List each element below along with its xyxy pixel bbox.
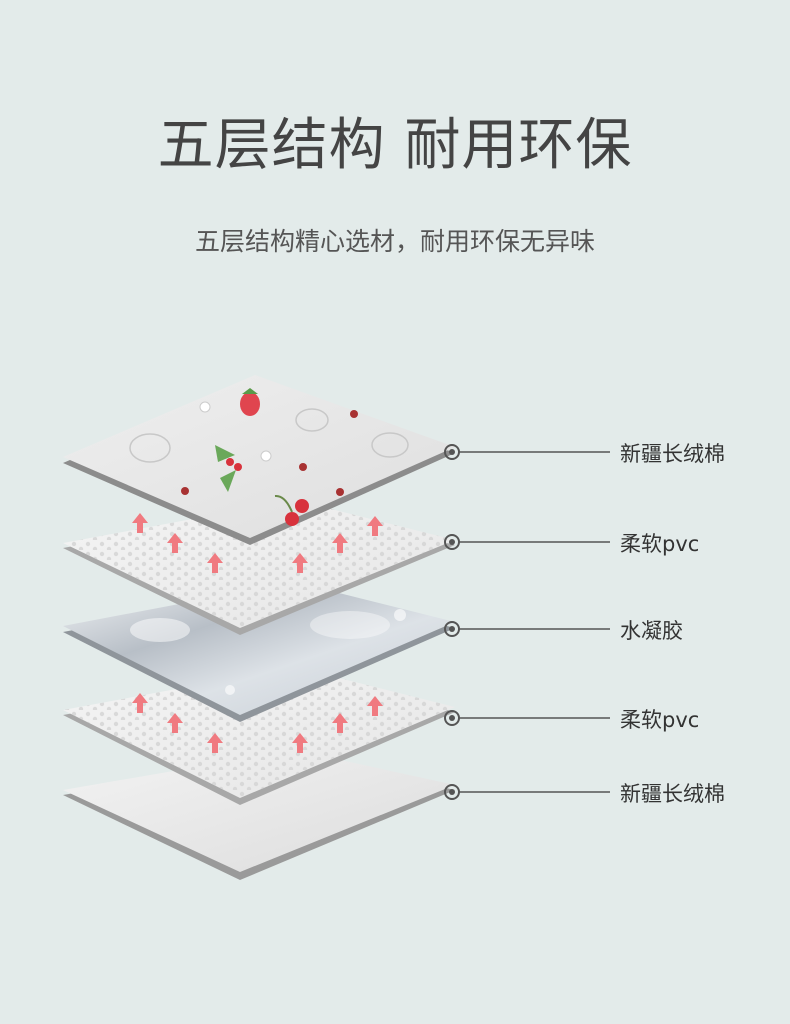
layer-hydrogel <box>63 582 455 722</box>
connector-3 <box>444 621 610 637</box>
connector-4 <box>444 710 610 726</box>
layer-label-2: 柔软pvc <box>620 532 700 556</box>
layer-label-4: 柔软pvc <box>620 708 700 732</box>
layer-label-3: 水凝胶 <box>620 619 683 643</box>
layer-label-5: 新疆长绒棉 <box>620 782 725 806</box>
layer-pvc-lower <box>63 667 455 805</box>
layer-top-cotton <box>63 375 455 545</box>
page-title: 五层结构 耐用环保 <box>157 113 633 178</box>
connector-5 <box>444 784 610 800</box>
page-subtitle: 五层结构精心选材，耐用环保无异味 <box>194 227 595 256</box>
connector-2 <box>444 534 610 550</box>
layer-pvc-upper <box>63 500 455 635</box>
layer-label-1: 新疆长绒棉 <box>620 442 725 466</box>
connector-1 <box>444 444 610 460</box>
layer-bottom-cotton <box>63 750 455 880</box>
layer-illustration <box>63 375 455 880</box>
